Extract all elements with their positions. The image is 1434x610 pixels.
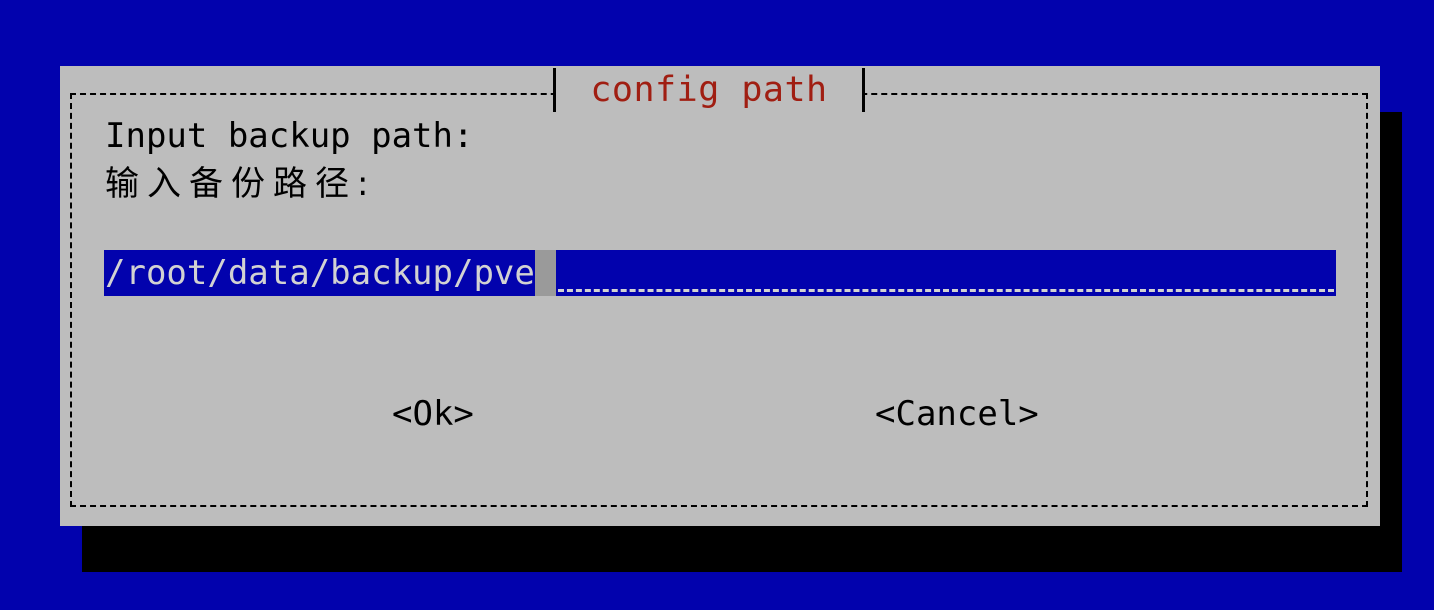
prompt-english: Input backup path:: [105, 116, 474, 156]
backup-path-input[interactable]: /root/data/backup/pve: [104, 250, 1336, 296]
input-fill-underscores[interactable]: [556, 250, 1336, 296]
cancel-button[interactable]: <Cancel>: [875, 394, 1039, 434]
text-cursor: [534, 250, 556, 296]
config-path-dialog: config path Input backup path: 输入备份路径: /…: [60, 66, 1380, 526]
ok-button[interactable]: <Ok>: [392, 394, 474, 434]
backup-path-value[interactable]: /root/data/backup/pve: [105, 253, 535, 293]
dialog-title: config path: [590, 70, 828, 110]
prompt-chinese: 输入备份路径:: [105, 164, 377, 204]
dialog-title-box: config path: [553, 68, 865, 112]
